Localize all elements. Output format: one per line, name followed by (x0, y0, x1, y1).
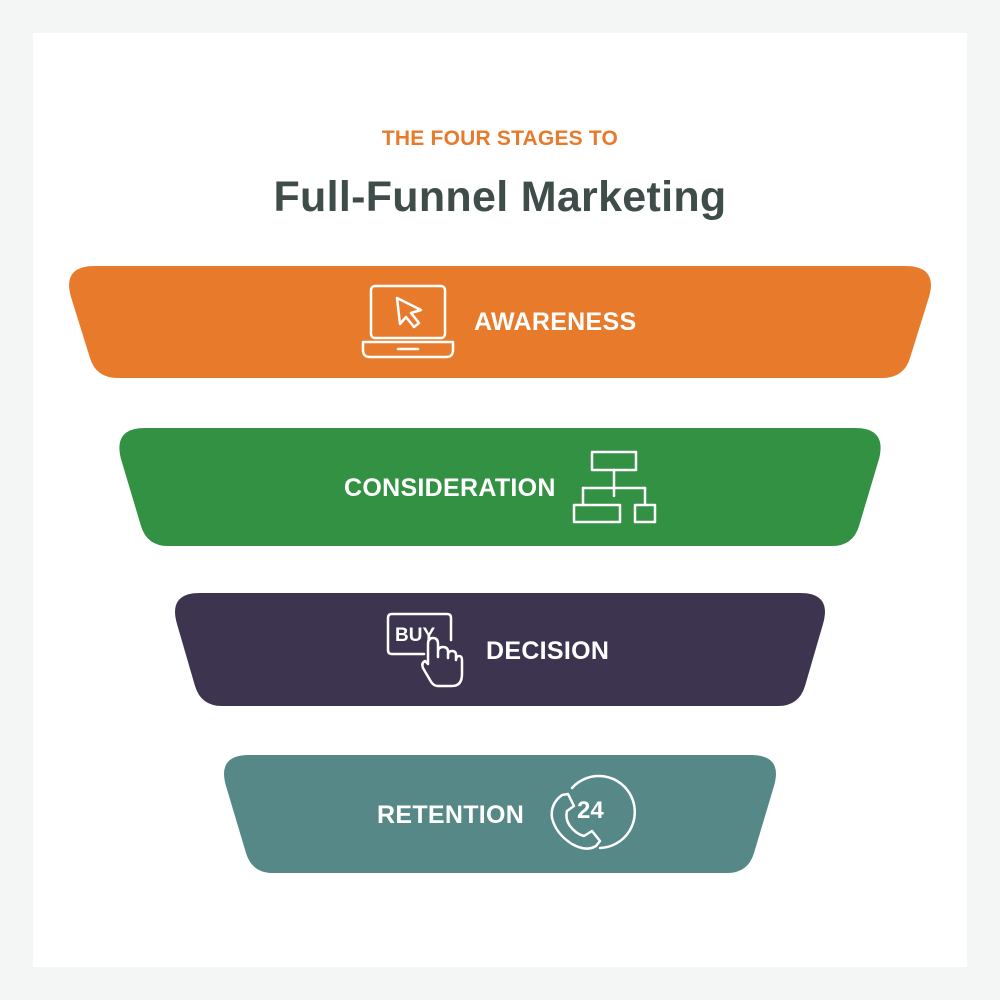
stage-decision-label: DECISION (486, 637, 609, 665)
stage-retention-label: RETENTION (377, 801, 524, 829)
stage-consideration-band (119, 428, 881, 546)
stage-retention: 24 RETENTION (224, 755, 776, 873)
org-chart-icon (572, 450, 657, 524)
hours-text: 24 (577, 797, 604, 824)
stage-consideration-label: CONSIDERATION (344, 474, 556, 502)
stage-awareness: AWARENESS (69, 266, 931, 378)
stage-awareness-band (69, 266, 931, 378)
page-title: Full-Funnel Marketing (273, 173, 727, 221)
stage-consideration: CONSIDERATION (119, 428, 881, 546)
stage-decision: BUY DECISION (175, 593, 825, 706)
buy-text: BUY (395, 625, 435, 646)
stage-retention-band (224, 755, 776, 873)
laptop-cursor-icon (361, 284, 455, 359)
stage-awareness-label: AWARENESS (474, 308, 636, 336)
phone-24-hours-icon: 24 (550, 774, 637, 850)
subtitle: THE FOUR STAGES TO (381, 127, 619, 150)
stage-decision-band (175, 593, 825, 706)
buy-button-hand-icon: BUY (386, 612, 464, 688)
